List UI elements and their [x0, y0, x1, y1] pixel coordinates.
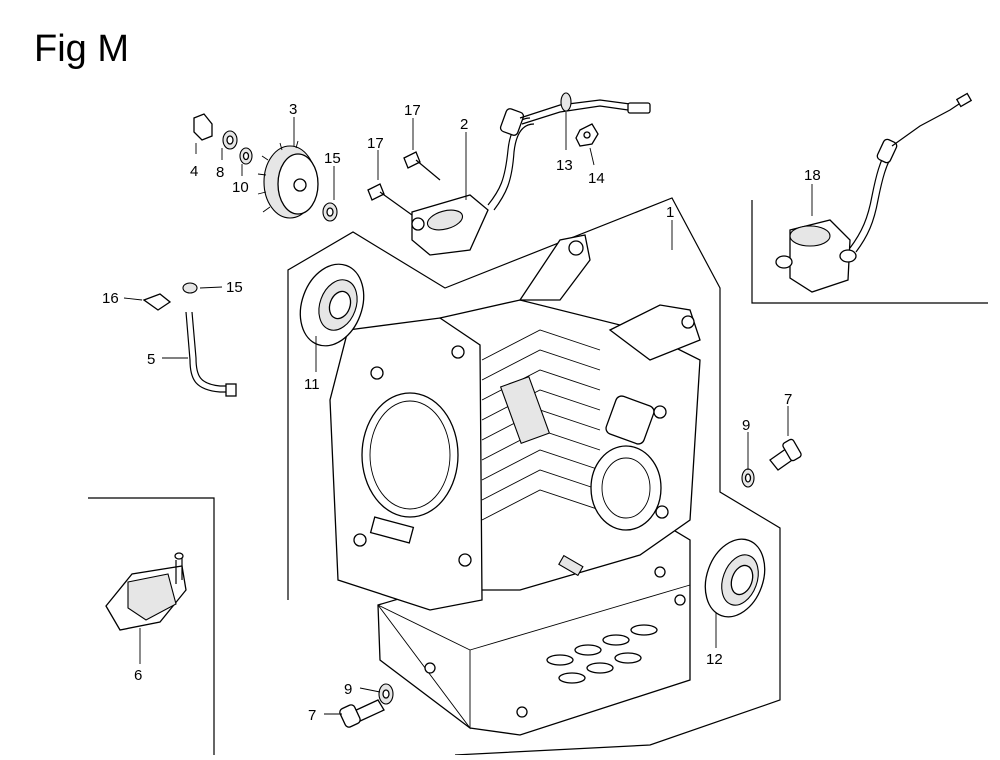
switch-bolt-upper	[403, 151, 441, 181]
callout-15-upper: 15	[324, 150, 341, 167]
governor-arm-shaft	[185, 311, 237, 397]
governor-clip-upper	[322, 202, 338, 222]
switch-nut	[575, 123, 599, 147]
governor-gear	[257, 140, 319, 219]
governor-holder-pin	[193, 113, 213, 141]
callout-7-lower: 7	[308, 707, 316, 724]
callout-9-lower: 9	[344, 681, 352, 698]
crankcase-group-frame	[287, 197, 781, 756]
callout-15-left: 15	[226, 279, 243, 296]
governor-washer	[239, 147, 253, 165]
drain-bolt-lower	[339, 699, 385, 728]
callout-2: 2	[460, 116, 468, 133]
callout-17-upper: 17	[404, 102, 421, 119]
callout-12: 12	[706, 651, 723, 668]
callout-17-lower: 17	[367, 135, 384, 152]
callout-8: 8	[216, 164, 224, 181]
callout-11: 11	[304, 376, 320, 393]
callout-10: 10	[232, 179, 249, 196]
drain-bolt-right	[769, 438, 802, 471]
governor-clip-left	[182, 282, 198, 294]
callout-18: 18	[804, 167, 821, 184]
callout-labels: 1 2 3 4 5 6 7 7 8 9 9 10 11 12 13 14 15 …	[102, 101, 821, 724]
figure-title: Fig M	[34, 28, 129, 70]
washer-lower	[378, 683, 394, 705]
oil-alert-group-frame	[751, 200, 988, 304]
crankcase-body	[329, 234, 701, 736]
leader-lines	[123, 112, 813, 715]
callout-7-right: 7	[784, 391, 792, 408]
oil-seal-upper	[299, 263, 365, 347]
switch-bolt-lower	[367, 183, 413, 216]
breather-assembly	[105, 552, 187, 631]
callout-3: 3	[289, 101, 297, 118]
oil-seal-lower	[704, 538, 766, 618]
callout-13: 13	[556, 157, 573, 174]
callout-1: 1	[666, 204, 674, 221]
callout-5: 5	[147, 351, 155, 368]
oil-level-switch	[411, 99, 651, 256]
wire-grommet	[560, 92, 572, 112]
oil-alert-unit	[775, 92, 973, 293]
callout-4: 4	[190, 163, 198, 180]
callout-16: 16	[102, 290, 119, 307]
governor-pin	[142, 293, 172, 311]
thrust-washer	[222, 130, 238, 150]
washer-right	[741, 468, 755, 488]
callout-9-right: 9	[742, 417, 750, 434]
breather-group-frame	[88, 497, 215, 755]
callout-6: 6	[134, 667, 142, 684]
callout-14: 14	[588, 170, 605, 187]
